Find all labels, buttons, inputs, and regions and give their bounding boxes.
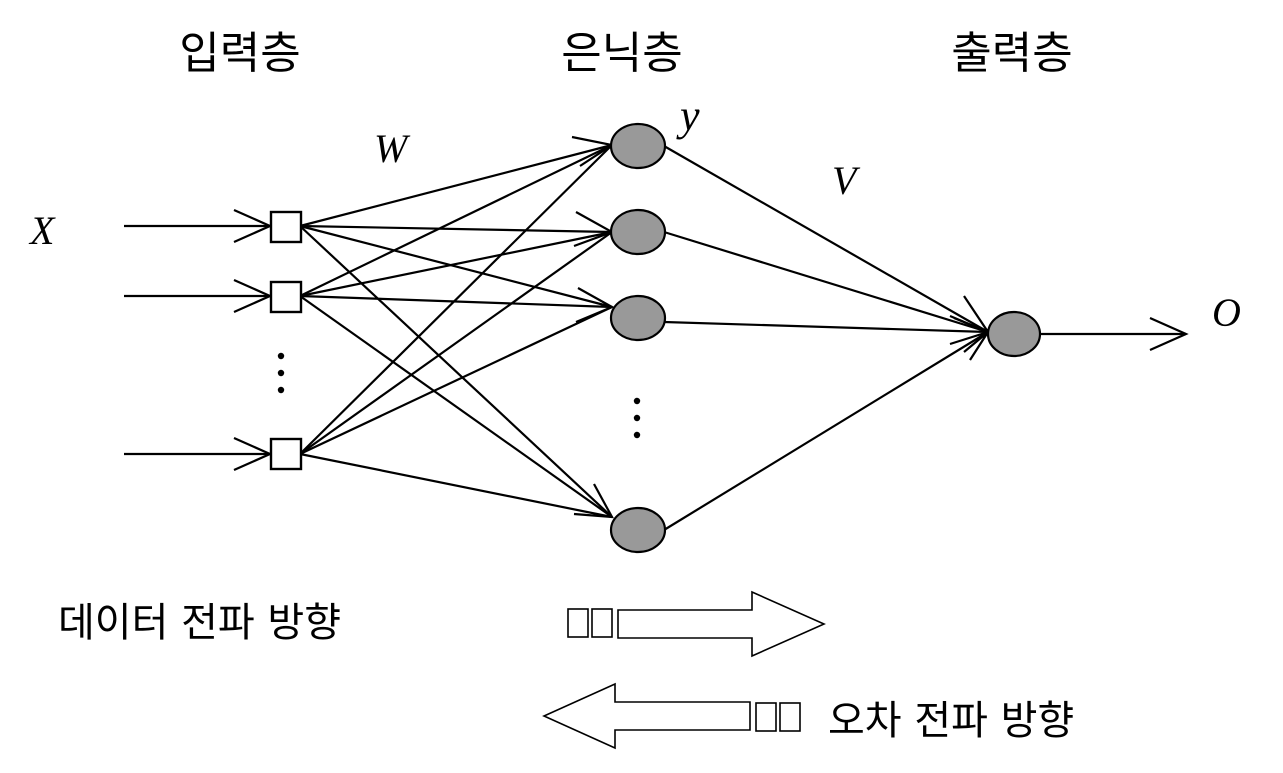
output-arrow bbox=[1040, 316, 1189, 352]
input-node bbox=[269, 437, 303, 471]
output-label: O bbox=[1212, 290, 1241, 335]
input-layer-title: 입력층 bbox=[179, 28, 300, 79]
backward-direction-label: 오차 전파 방향 bbox=[828, 698, 1074, 744]
hidden-output-edges bbox=[663, 145, 992, 531]
input-hidden-edges bbox=[299, 143, 613, 519]
hidden-node bbox=[609, 208, 667, 256]
input-vector-label: X bbox=[28, 208, 56, 253]
hidden-arrowheads bbox=[571, 135, 615, 519]
ellipsis-dot bbox=[277, 369, 285, 377]
ellipsis-dot bbox=[277, 386, 285, 394]
input-nodes bbox=[269, 210, 303, 471]
ellipsis-dot bbox=[277, 352, 285, 360]
backward-direction-arrow bbox=[542, 682, 801, 750]
weight-v-label: V bbox=[832, 158, 861, 203]
output-node bbox=[986, 310, 1042, 358]
hidden-node bbox=[609, 122, 667, 170]
input-arrows bbox=[124, 208, 273, 472]
input-node bbox=[269, 210, 303, 244]
hidden-node bbox=[609, 506, 667, 554]
ellipsis-dot bbox=[633, 397, 641, 405]
hidden-output-label: y bbox=[676, 91, 700, 140]
ellipsis-dot bbox=[633, 431, 641, 439]
hidden-layer-title: 은닉층 bbox=[561, 28, 682, 79]
input-node bbox=[269, 280, 303, 314]
forward-direction-arrow bbox=[567, 590, 826, 658]
output-layer-title: 출력층 bbox=[951, 28, 1072, 79]
ellipsis-dot bbox=[633, 414, 641, 422]
hidden-node bbox=[609, 294, 667, 342]
forward-direction-label: 데이터 전파 방향 bbox=[58, 600, 341, 646]
hidden-nodes bbox=[609, 122, 667, 554]
weight-w-label: W bbox=[374, 126, 411, 171]
